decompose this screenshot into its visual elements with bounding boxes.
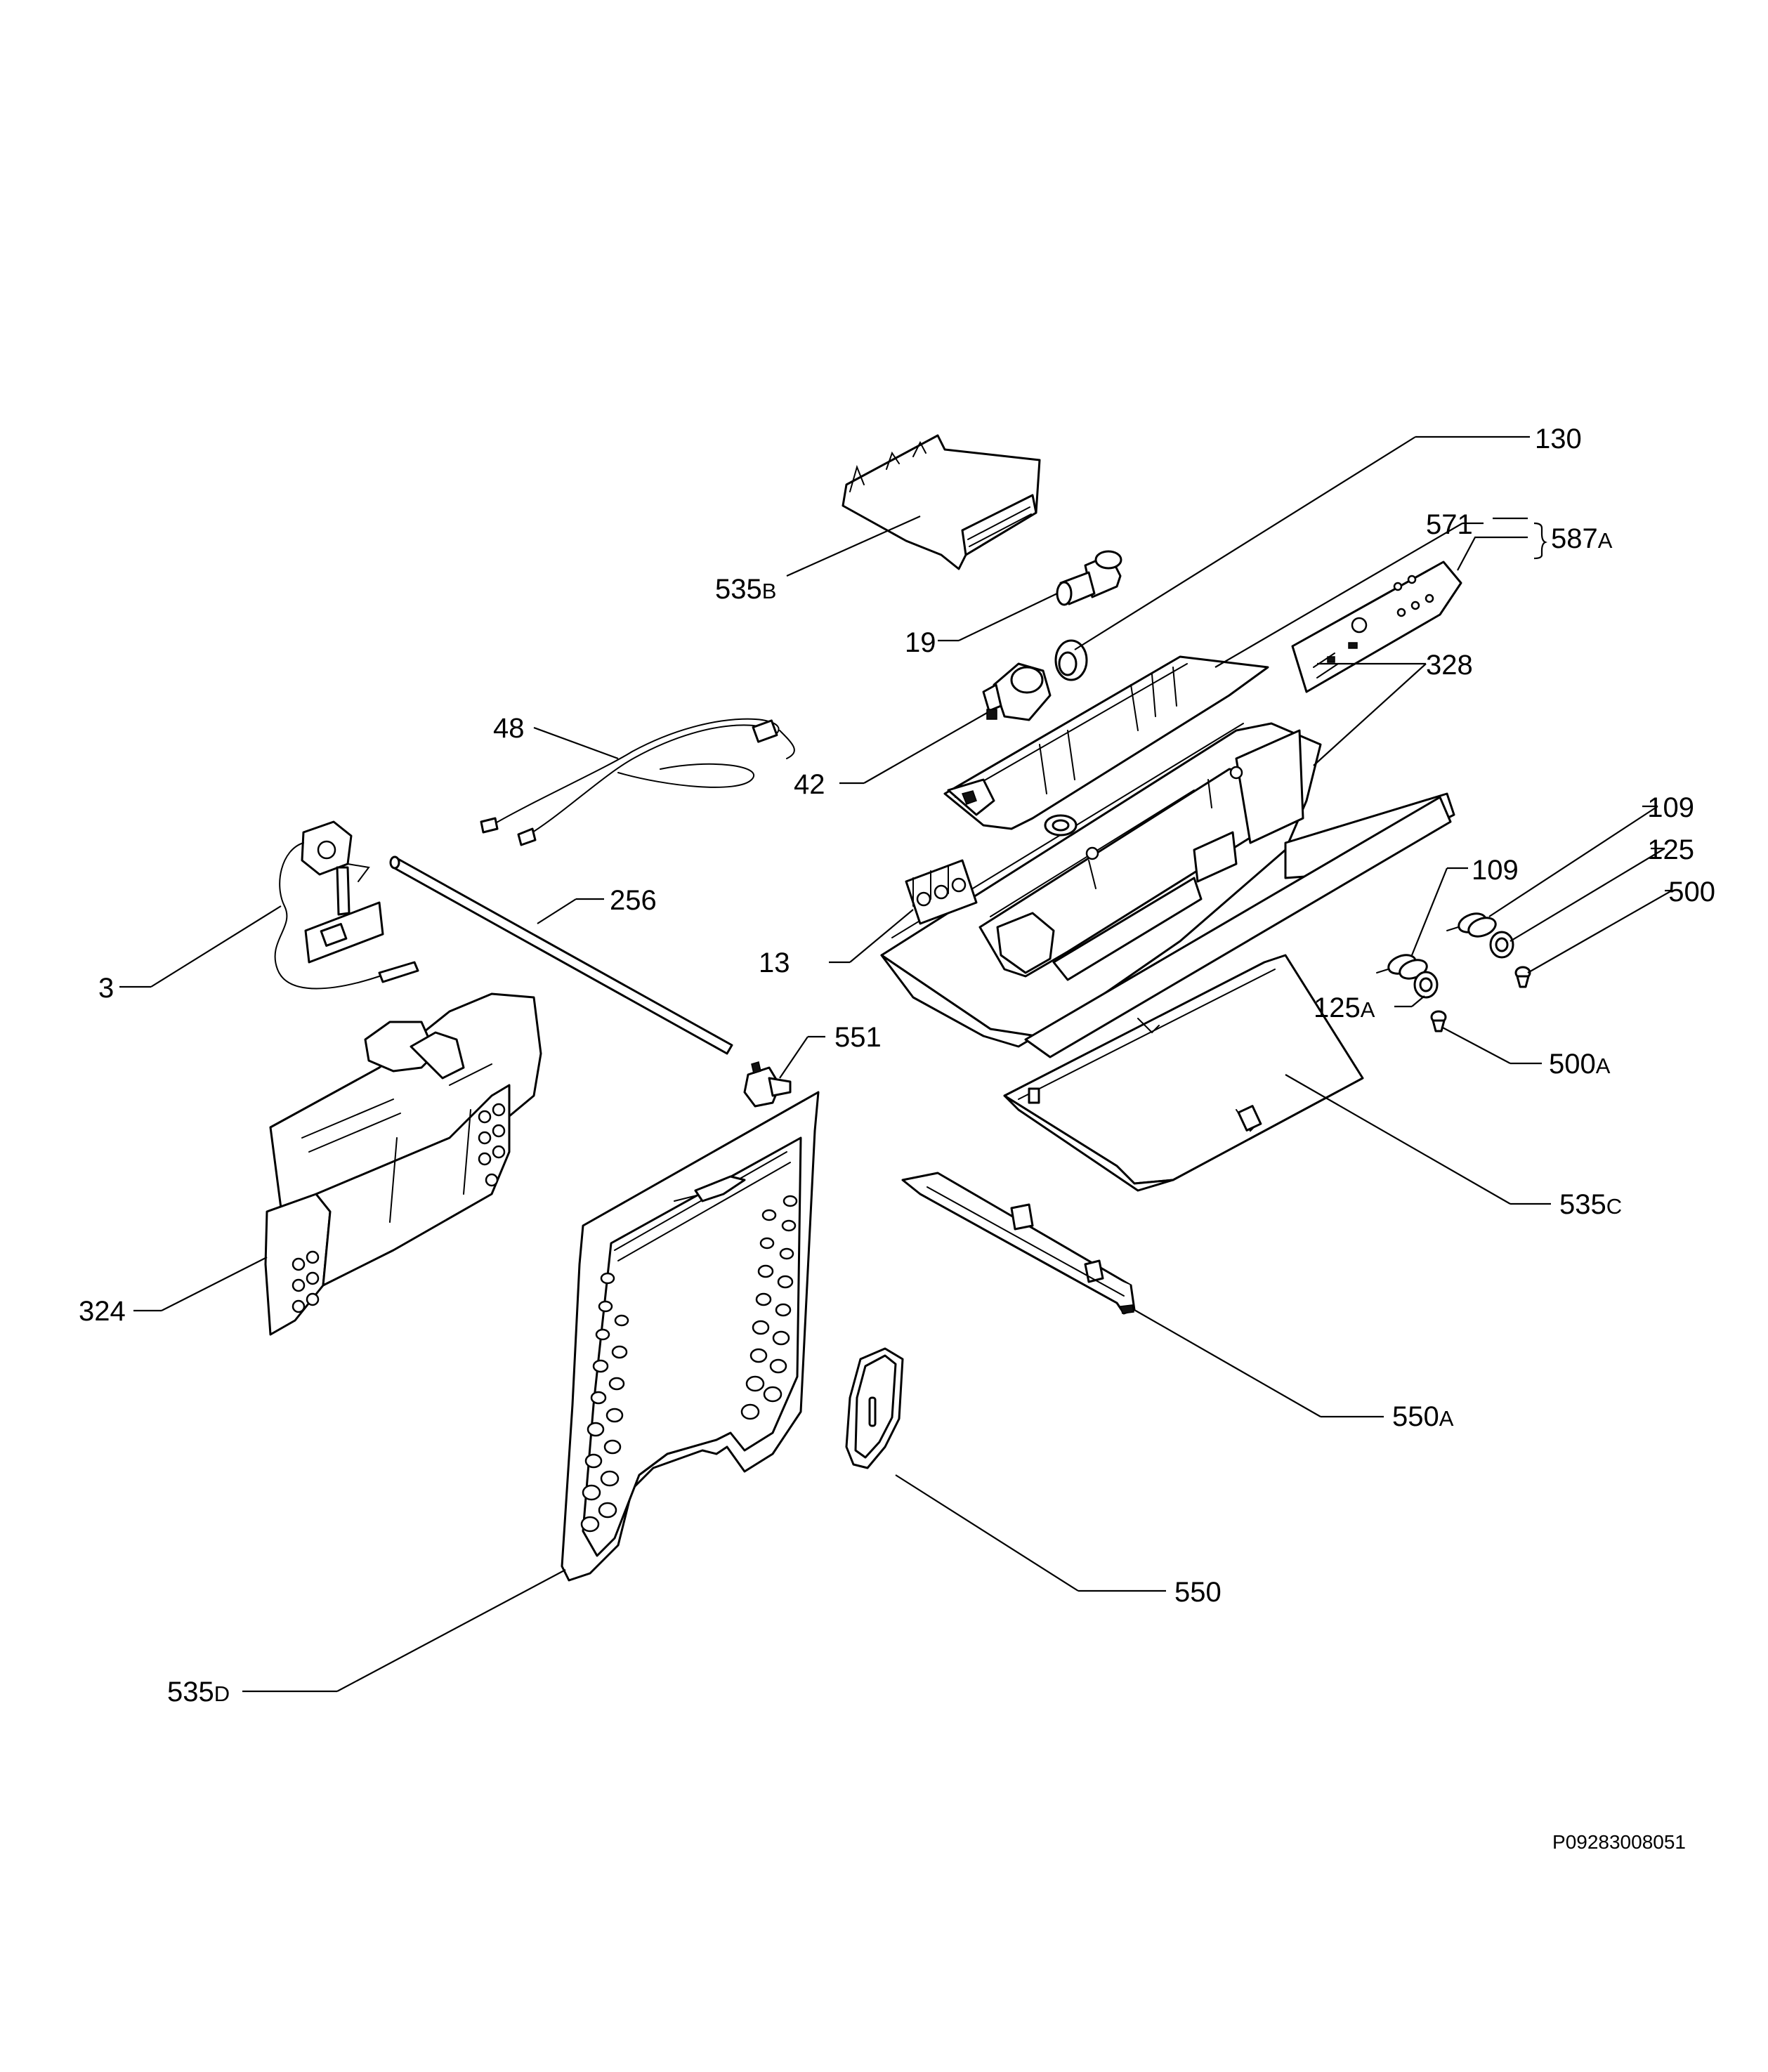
callout-535b: 535B	[715, 574, 776, 605]
part-130-seal	[1054, 639, 1088, 681]
part-grommet	[1044, 814, 1078, 837]
callout-535d: 535D	[167, 1677, 230, 1707]
callout-500-top: 500	[1668, 877, 1715, 907]
part-125-washer	[1489, 931, 1514, 959]
part-328-dispenser-drawer	[880, 722, 1455, 1058]
part-535d-back-panel	[561, 1091, 820, 1582]
callout-324: 324	[79, 1296, 126, 1327]
panel-holes-right	[740, 1195, 798, 1420]
callout-500a: 500A	[1549, 1049, 1611, 1080]
callout-48: 48	[493, 713, 525, 744]
part-571-bracket	[943, 655, 1269, 830]
part-42-valve	[982, 662, 1052, 721]
part-324-inner-shell	[264, 992, 542, 1336]
callout-587a: 587A	[1551, 523, 1613, 554]
callout-125a: 125A	[1314, 992, 1375, 1023]
leader-lines	[119, 435, 1672, 1693]
part-256-rod	[389, 855, 733, 1055]
callout-13: 13	[759, 948, 790, 978]
callout-19: 19	[905, 627, 936, 658]
part-500-screw	[1514, 966, 1531, 988]
callout-3: 3	[98, 973, 114, 1004]
callout-535c: 535C	[1559, 1189, 1622, 1220]
part-125a-washer	[1413, 971, 1439, 999]
panel-holes-left	[580, 1272, 629, 1533]
part-19-bushing	[1056, 550, 1122, 606]
callout-42: 42	[794, 769, 825, 800]
callout-550a: 550A	[1392, 1401, 1454, 1432]
part-587a-pcb	[1291, 560, 1462, 693]
callout-256: 256	[610, 885, 657, 916]
callout-328: 328	[1426, 650, 1473, 681]
part-551-connector	[743, 1061, 792, 1108]
callout-109-mid: 109	[1472, 855, 1519, 886]
part-550a-channel	[901, 1172, 1136, 1315]
part-109-spring	[1446, 912, 1497, 938]
part-550-cover-plate	[845, 1347, 904, 1469]
callout-125-top: 125	[1647, 834, 1694, 865]
part-535b-upper-cover	[842, 434, 1041, 570]
part-535c-drawer-flap	[1003, 954, 1364, 1192]
part-48-wiring-harness	[480, 718, 795, 846]
callout-130: 130	[1535, 424, 1582, 454]
document-code: P09283008051	[1552, 1831, 1686, 1853]
part-13-valve-mount	[905, 859, 978, 925]
callout-109-top: 109	[1647, 792, 1694, 823]
part-3-thermostat	[274, 820, 419, 990]
callout-550: 550	[1174, 1577, 1222, 1608]
part-500a-screw	[1430, 1010, 1447, 1032]
callout-551: 551	[834, 1022, 882, 1053]
callout-571: 571	[1426, 509, 1473, 540]
callout-labels: 130 571 587A 535B 19 328 48 42 109 125 5…	[79, 424, 1715, 1707]
